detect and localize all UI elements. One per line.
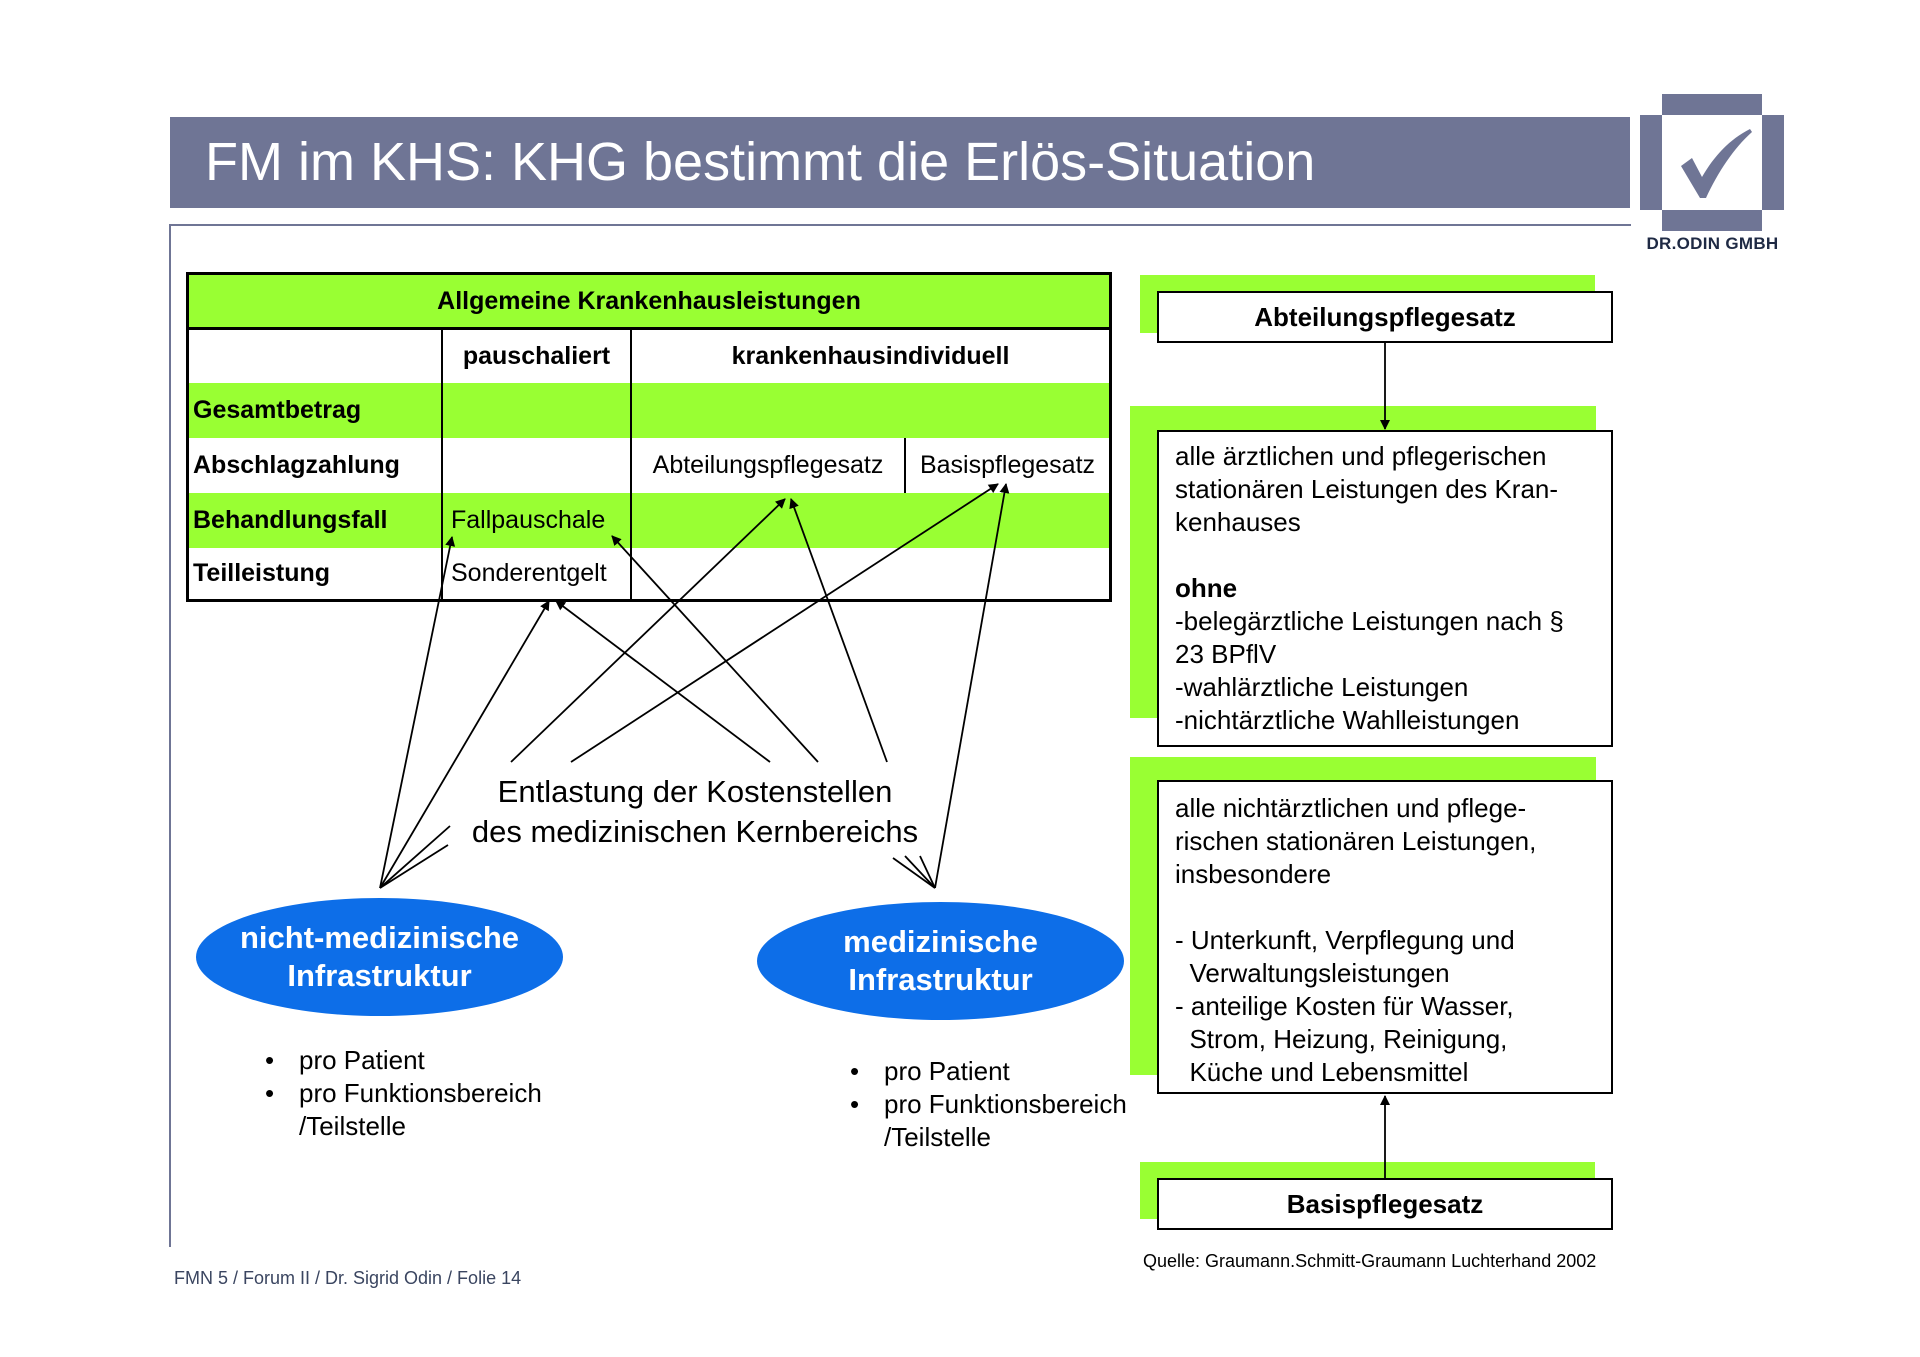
bullet-item: • pro Patient xyxy=(265,1044,542,1077)
inclusion-item: Strom, Heizung, Reinigung, xyxy=(1175,1024,1508,1054)
exclusion-item: -nichtärztliche Wahlleistungen xyxy=(1175,705,1520,735)
node-label: Infrastruktur xyxy=(848,962,1033,997)
cell-basispflegesatz: Basispflegesatz xyxy=(919,451,1096,479)
non-medical-bullets: • pro Patient • pro Funktionsbereich /Teil… xyxy=(265,1044,542,1143)
row-label: Abschlagzahlung xyxy=(193,451,400,479)
inclusion-item: Verwaltungsleistungen xyxy=(1175,958,1450,988)
exclusion-item: -belegärztliche Leistungen nach § xyxy=(1175,606,1564,636)
bullet-item: /Teilstelle xyxy=(850,1121,1127,1154)
description-line: alle ärztlichen und pflegerischen xyxy=(1175,441,1547,471)
bullet-icon: • xyxy=(850,1089,860,1119)
basispflegesatz-description: alle nichtärztlichen und pflege- rischen… xyxy=(1157,780,1613,1094)
slide-footer: FMN 5 / Forum II / Dr. Sigrid Odin / Fol… xyxy=(174,1268,522,1288)
revenue-table: Allgemeine Krankenhausleistungen pauscha… xyxy=(186,272,1112,602)
cell-abteilungspflegesatz: Abteilungspflegesatz xyxy=(652,451,884,479)
bullet-text: pro Funktionsbereich xyxy=(299,1078,542,1108)
table-header: Allgemeine Krankenhausleistungen xyxy=(437,286,861,315)
row-label: Gesamtbetrag xyxy=(193,396,362,424)
bullet-item: • pro Funktionsbereich xyxy=(850,1088,1127,1121)
bullet-item: • pro Patient xyxy=(850,1055,1127,1088)
slide-title: FM im KHS: KHG bestimmt die Erlös-Situat… xyxy=(205,132,1316,192)
bullet-text: /Teilstelle xyxy=(299,1111,406,1141)
checkmark-in-square-icon xyxy=(1640,94,1784,231)
bullet-text: /Teilstelle xyxy=(884,1122,991,1152)
arrow xyxy=(904,855,936,889)
inclusion-item: - anteilige Kosten für Wasser, xyxy=(1175,991,1514,1021)
frame-line-left xyxy=(169,224,171,1247)
table-column-header-row: pauschaliert krankenhausindividuell xyxy=(189,330,1109,383)
logo-text: DR.ODIN GMBH xyxy=(1646,234,1779,253)
title-bar xyxy=(170,117,1630,208)
exclusion-item: 23 BPflV xyxy=(1175,639,1277,669)
frame-line-top xyxy=(171,224,1631,226)
table-row: Teilleistung Sonderentgelt xyxy=(189,548,1109,599)
logo xyxy=(1640,94,1784,234)
description-line: rischen stationären Leistungen, xyxy=(1175,826,1537,856)
bullet-icon: • xyxy=(265,1078,275,1108)
arrow xyxy=(555,600,771,763)
bullet-text: pro Funktionsbereich xyxy=(884,1089,1127,1119)
table-row: Abschlagzahlung Abteilungspflegesatz Bas… xyxy=(189,438,1109,493)
column-divider xyxy=(441,330,443,599)
arrow xyxy=(919,855,936,889)
description-line: insbesondere xyxy=(1175,859,1332,889)
center-label: Entlastung der Kostenstellen des medizin… xyxy=(440,772,950,852)
table-header-row: Allgemeine Krankenhausleistungen xyxy=(189,275,1109,327)
column-divider xyxy=(630,330,632,599)
basispflegesatz-title: Basispflegesatz xyxy=(1286,1188,1484,1219)
node-label: medizinische xyxy=(843,924,1038,959)
abteilungspflegesatz-box: Abteilungspflegesatz xyxy=(1157,291,1613,343)
description-line: kenhauses xyxy=(1175,507,1301,537)
divider xyxy=(189,327,1109,330)
description-line: stationären Leistungen des Kran- xyxy=(1175,474,1559,504)
abteilungspflegesatz-title: Abteilungspflegesatz xyxy=(1254,301,1516,332)
bullet-item: /Teilstelle xyxy=(265,1110,542,1143)
medical-bullets: • pro Patient • pro Funktionsbereich /Teil… xyxy=(850,1055,1127,1154)
bullet-text: pro Patient xyxy=(884,1056,1010,1086)
center-label-line: Entlastung der Kostenstellen xyxy=(497,774,893,809)
bullet-icon: • xyxy=(265,1045,275,1075)
column-divider xyxy=(904,438,906,493)
row-label: Behandlungsfall xyxy=(193,506,388,534)
row-label: Teilleistung xyxy=(193,559,331,587)
basispflegesatz-box: Basispflegesatz xyxy=(1157,1178,1613,1230)
ohne-label: ohne xyxy=(1175,573,1238,603)
column-header-individuell: krankenhausindividuell xyxy=(731,342,1010,370)
description-line: alle nichtärztlichen und pflege- xyxy=(1175,793,1527,823)
table-row: Behandlungsfall Fallpauschale xyxy=(189,493,1109,548)
bullet-text: pro Patient xyxy=(299,1045,425,1075)
abteilungspflegesatz-description: alle ärztlichen und pflegerischen statio… xyxy=(1157,430,1613,747)
node-label: nicht-medizinische xyxy=(239,920,520,955)
column-header-pauschaliert: pauschaliert xyxy=(462,342,611,370)
exclusion-item: -wahlärztliche Leistungen xyxy=(1175,672,1469,702)
table-row: Gesamtbetrag xyxy=(189,383,1109,438)
node-label: Infrastruktur xyxy=(287,958,472,993)
arrow xyxy=(892,857,936,889)
arrow xyxy=(379,844,449,889)
source-citation: Quelle: Graumann.Schmitt-Graumann Luchte… xyxy=(1143,1251,1597,1271)
center-label-line: des medizinischen Kernbereichs xyxy=(471,814,919,849)
non-medical-infrastructure-node: nicht-medizinische Infrastruktur xyxy=(196,898,563,1016)
inclusion-item: - Unterkunft, Verpflegung und xyxy=(1175,925,1515,955)
medical-infrastructure-node: medizinische Infrastruktur xyxy=(757,902,1124,1020)
bullet-item: • pro Funktionsbereich xyxy=(265,1077,542,1110)
inclusion-item: Küche und Lebensmittel xyxy=(1175,1057,1469,1087)
cell-fallpauschale: Fallpauschale xyxy=(451,506,606,534)
cell-sonderentgelt: Sonderentgelt xyxy=(451,559,607,587)
bullet-icon: • xyxy=(850,1056,860,1086)
